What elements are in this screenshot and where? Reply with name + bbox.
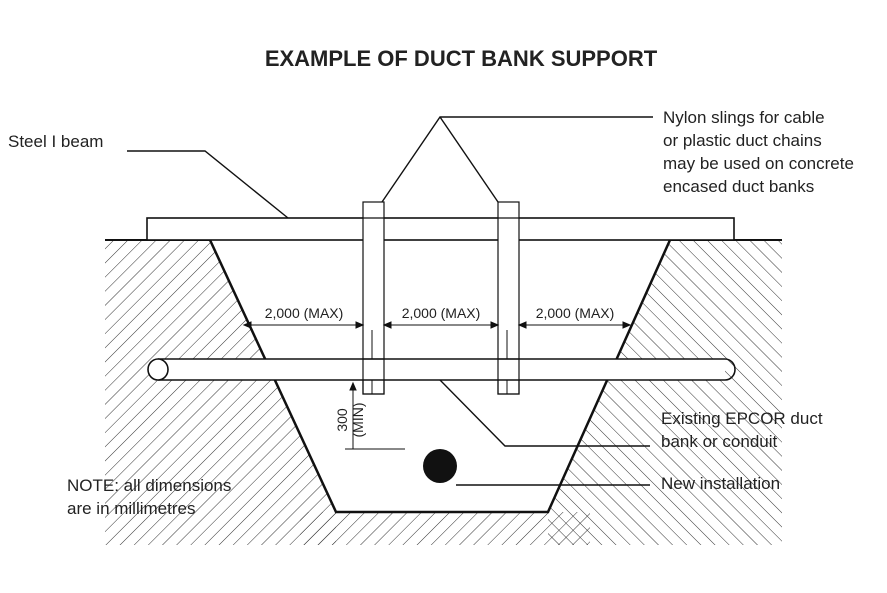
clearance-unit: (MIN) [350, 403, 366, 438]
note-line-2: are in millimetres [67, 499, 195, 518]
soil-hatching [105, 240, 782, 545]
leader-lines [127, 116, 653, 486]
note-line-1: NOTE: all dimensions [67, 476, 231, 495]
clearance-dimension [345, 381, 405, 450]
slings-label-line-4: encased duct banks [663, 177, 814, 196]
new-installation-conduit [423, 449, 457, 483]
existing-duct-label-line-1: Existing EPCOR duct [661, 409, 823, 428]
spacing-label-right: 2,000 (MAX) [536, 305, 615, 321]
existing-duct-bank [147, 358, 736, 381]
steel-beam-label: Steel I beam [8, 132, 103, 151]
existing-duct-label-line-2: bank or conduit [661, 432, 778, 451]
clearance-value: 300 [334, 408, 350, 432]
spacing-dimensions [242, 321, 632, 329]
spacing-label-middle: 2,000 (MAX) [402, 305, 481, 321]
slings-label-line-2: or plastic duct chains [663, 131, 822, 150]
spacing-label-left: 2,000 (MAX) [265, 305, 344, 321]
slings-label-line-3: may be used on concrete [663, 154, 854, 173]
new-installation-label: New installation [661, 474, 780, 493]
slings-label-line-1: Nylon slings for cable [663, 108, 825, 127]
steel-i-beam [146, 217, 735, 241]
diagram-title: EXAMPLE OF DUCT BANK SUPPORT [265, 46, 658, 71]
